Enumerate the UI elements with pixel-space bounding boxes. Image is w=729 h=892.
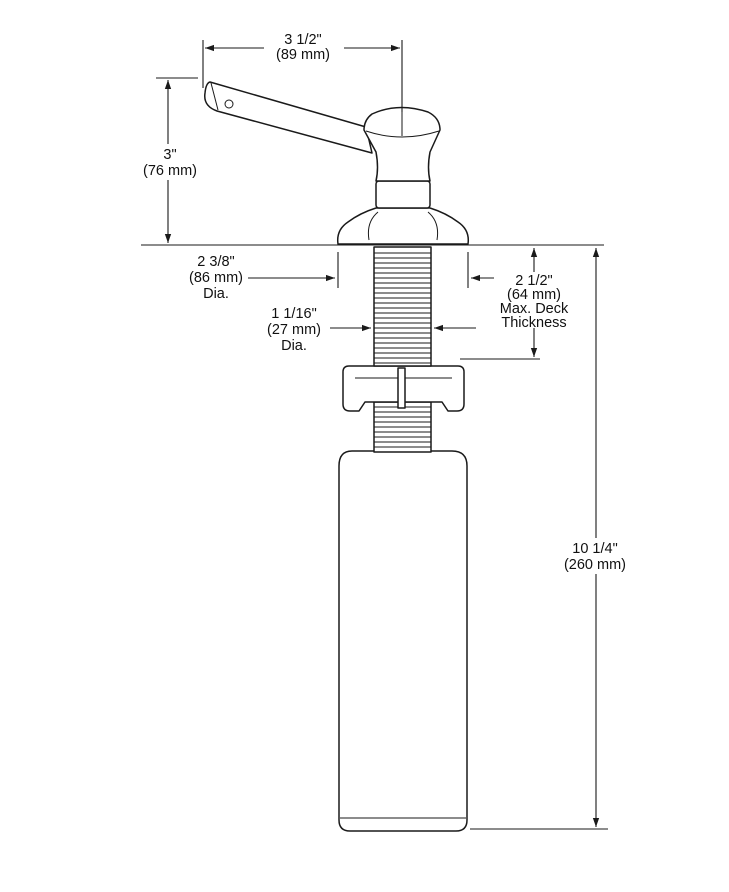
spout-outlet [224,99,234,109]
reach-metric: (89 mm) [276,47,330,63]
pump-head-highlight [365,130,440,138]
flange-dia-suffix: Dia. [203,286,229,302]
flange-inner-line [367,211,439,241]
overall-imperial: 10 1/4" [572,541,617,557]
deck-imperial: 2 1/2" [515,273,552,289]
spout-tip-line [210,82,219,111]
collar [375,180,431,209]
pump-head [363,106,441,182]
height-imperial: 3" [163,147,176,163]
dispenser-parts [141,81,604,832]
nut-slot [397,367,406,409]
deck-metric: (64 mm) [507,287,561,303]
height-metric: (76 mm) [143,163,197,179]
lower-thread-lines [374,406,431,448]
dimension-labels: 3 1/2" (89 mm) 3" (76 mm) 2 3/8" (86 mm)… [136,28,634,574]
shank-thread-lines [374,252,431,364]
overall-metric: (260 mm) [564,557,626,573]
flange-metric: (86 mm) [189,270,243,286]
soap-bottle [338,450,468,832]
reach-imperial: 3 1/2" [284,32,321,48]
deck-label-thickness: Thickness [501,315,566,331]
shank-metric: (27 mm) [267,322,321,338]
flange-base [336,207,470,245]
flange-imperial: 2 3/8" [197,254,234,270]
shank-dia-suffix: Dia. [281,338,307,354]
threaded-shank [373,246,432,367]
deck-label-max: Max. Deck [500,301,569,317]
shank-imperial: 1 1/16" [271,306,316,322]
spout [204,81,373,154]
